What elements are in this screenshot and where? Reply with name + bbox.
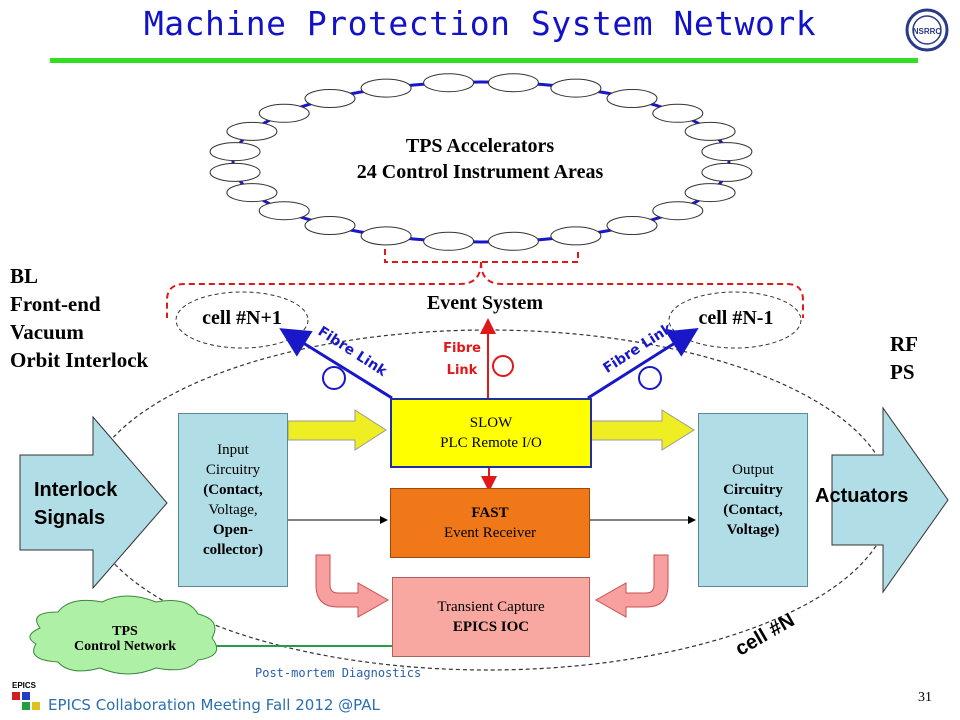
right-systems-list: RF PS — [890, 330, 918, 386]
control-instrument-area — [226, 183, 278, 203]
fast-box-line: FAST — [471, 505, 509, 521]
right-system-item: RF — [890, 332, 918, 356]
input-box-line: collector) — [203, 542, 263, 558]
control-instrument-area — [652, 103, 704, 123]
fibre-center-line2: Link — [446, 363, 478, 378]
transient-capture-box: Transient Capture EPICS IOC — [392, 577, 590, 657]
input-box-line: Input — [217, 442, 249, 458]
cell-plus-boundary — [175, 291, 309, 349]
transient-box-line: EPICS IOC — [452, 619, 530, 635]
output-box-line: (Contact, — [723, 502, 783, 518]
control-instrument-area — [652, 201, 704, 221]
post-mortem-label: Post-mortem Diagnostics — [255, 666, 422, 680]
control-instrument-area — [487, 73, 539, 93]
nsrrc-logo — [905, 8, 949, 52]
output-box-line: Output — [732, 462, 774, 478]
fibre-center-line1: Fibre — [443, 341, 481, 356]
ring-title-line1: TPS Accelerators — [405, 135, 555, 157]
fibre-link-left-arrow — [279, 328, 393, 400]
output-box-line: Voltage) — [726, 522, 780, 538]
control-instrument-area — [304, 89, 356, 108]
control-network-cloud — [29, 595, 218, 675]
left-system-item: Orbit Interlock — [10, 348, 149, 372]
control-instrument-area — [226, 121, 278, 141]
input-box-line: Circuitry — [205, 462, 261, 478]
output-circuitry-box: Output Circuitry (Contact, Voltage) — [698, 413, 808, 587]
fibre-connector-center-icon — [492, 355, 514, 377]
fast-box-line: Event Receiver — [443, 525, 537, 541]
page-number: 31 — [918, 690, 932, 705]
control-network-label: TPS Control Network — [40, 624, 210, 654]
ring-title: TPS Accelerators 24 Control Instrument A… — [280, 133, 680, 185]
output-to-transient-arrow — [594, 554, 669, 618]
footer-meeting: EPICS Collaboration Meeting Fall 2012 @P… — [48, 696, 380, 714]
control-instrument-area — [360, 78, 412, 98]
control-instrument-area — [684, 183, 736, 203]
cell-minus-label: cell #N-1 — [698, 307, 774, 329]
control-instrument-area — [606, 216, 658, 235]
epics-logo — [12, 692, 40, 710]
event-bracket-right — [480, 261, 804, 318]
control-instrument-area — [304, 216, 356, 235]
ring-title-line2: 24 Control Instrument Areas — [356, 161, 604, 183]
control-instrument-area — [423, 73, 475, 93]
nsrrc-logo-text: NSRRC — [913, 27, 942, 36]
control-instrument-area — [550, 226, 602, 246]
input-box-line: Voltage, — [208, 502, 258, 518]
input-box-line: (Contact, — [203, 482, 263, 498]
actuators-label: Actuators — [815, 485, 909, 507]
control-instrument-area — [423, 231, 475, 251]
cell-plus-label: cell #N+1 — [202, 307, 282, 329]
slow-box-line: PLC Remote I/O — [440, 435, 542, 451]
output-box-line: Circuitry — [723, 482, 783, 498]
input-to-transient-arrow — [315, 554, 390, 618]
ring-bracket — [384, 249, 579, 263]
control-instrument-area — [701, 162, 753, 182]
control-instrument-area — [209, 162, 261, 182]
title-underline — [50, 58, 918, 63]
interlock-line2: Signals — [34, 507, 106, 529]
cell-current-label: cell #N — [732, 609, 799, 660]
interlock-line1: Interlock — [34, 479, 118, 501]
left-system-item: Front-end — [10, 292, 101, 316]
slow-plc-box: SLOW PLC Remote I/O — [390, 398, 592, 468]
left-systems-list: BL Front-end Vacuum Orbit Interlock — [10, 262, 148, 374]
left-system-item: Vacuum — [10, 320, 84, 344]
control-instrument-area — [209, 142, 261, 162]
slow-box-line: SLOW — [469, 415, 513, 431]
fibre-connector-right-icon — [638, 366, 662, 390]
actuators-arrow — [831, 406, 949, 594]
event-bracket-left — [166, 261, 482, 318]
control-instrument-area — [360, 226, 412, 246]
fibre-link-right-arrow — [587, 327, 699, 400]
input-box-line: Open- — [212, 522, 253, 538]
slide-title: Machine Protection System Network — [143, 4, 817, 43]
input-to-slow-arrow — [287, 409, 387, 451]
input-circuitry-box: Input Circuitry (Contact, Voltage, Open-… — [178, 413, 288, 587]
left-system-item: BL — [10, 264, 39, 288]
ring-beamline — [231, 80, 731, 244]
control-instrument-area — [684, 121, 736, 141]
control-instrument-area — [258, 201, 310, 221]
right-system-item: PS — [890, 360, 915, 384]
control-instrument-area — [701, 142, 753, 162]
interlock-signals-label: Interlock Signals — [34, 476, 117, 532]
accelerator-ring — [209, 73, 753, 251]
fast-event-receiver-box: FAST Event Receiver — [390, 488, 590, 558]
control-instrument-area — [258, 103, 310, 123]
slow-to-output-arrow — [589, 409, 695, 451]
event-system-label: Event System — [426, 292, 544, 314]
cloud-line2: Control Network — [73, 639, 176, 654]
cloud-line1: TPS — [112, 624, 138, 639]
control-instrument-area — [487, 231, 539, 251]
fibre-connector-left-icon — [322, 366, 346, 390]
transient-box-line: Transient Capture — [437, 599, 545, 615]
fibre-link-center-label: Fibre Link — [432, 338, 492, 382]
cell-minus-boundary — [668, 291, 802, 349]
epics-logo-text: EPICS — [12, 681, 37, 690]
control-instrument-area — [550, 78, 602, 98]
interlock-signals-arrow — [19, 415, 168, 590]
control-instrument-area — [606, 89, 658, 108]
